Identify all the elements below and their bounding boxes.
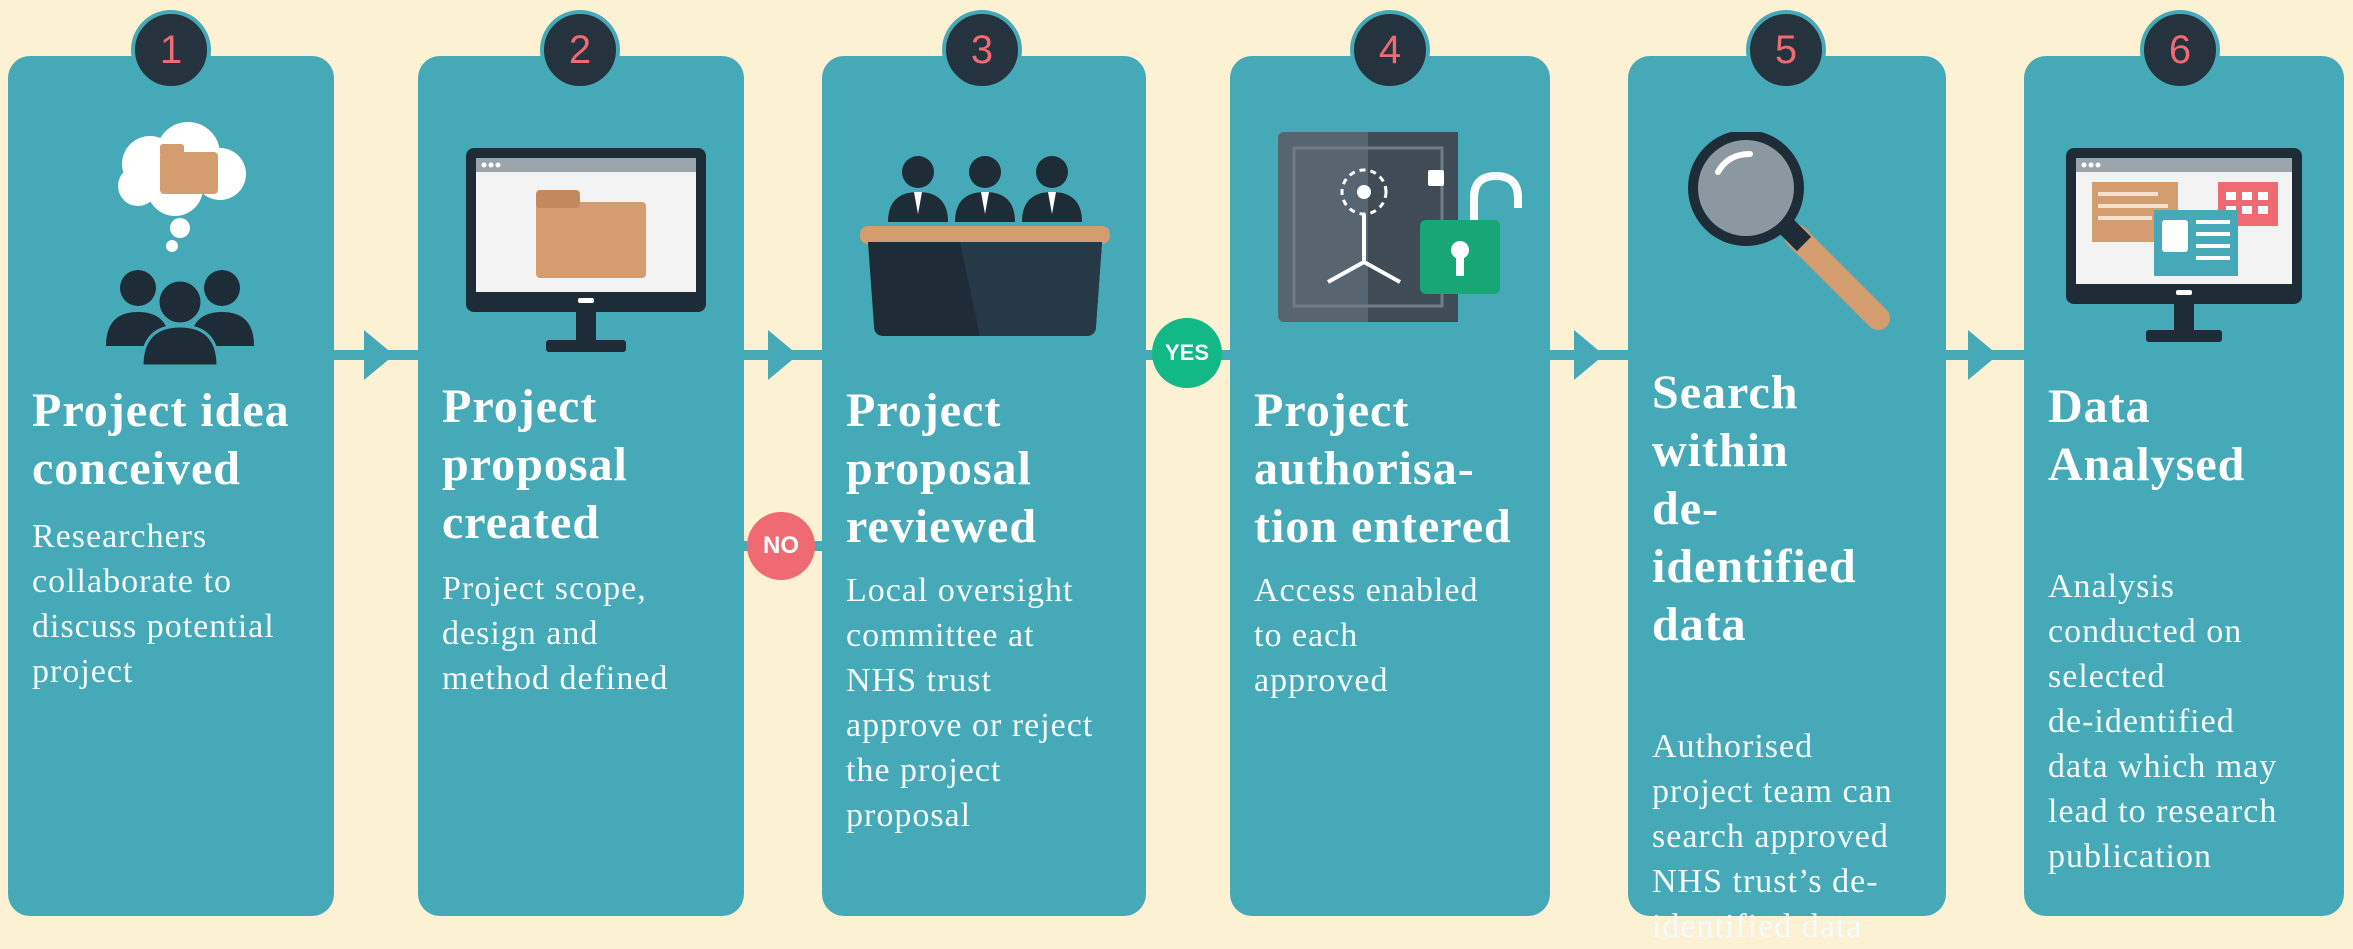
step-description-line: Access enabled <box>1254 572 1479 609</box>
step-description-line: NHS trust’s de- <box>1652 863 1879 900</box>
step-title-line: data <box>1652 598 1747 651</box>
arrow-5-6-icon <box>1968 330 1998 380</box>
step-title-line: reviewed <box>846 500 1038 553</box>
step-number-badge: 4 <box>1350 10 1430 90</box>
step-title-line: Project idea <box>32 384 290 437</box>
step-description-line: Local oversight <box>846 572 1074 609</box>
step-description-line: data which may <box>2048 748 2278 785</box>
step-title-line: identified <box>1652 540 1857 593</box>
step-title-line: proposal <box>846 442 1032 495</box>
step-description-line: Researchers <box>32 518 208 555</box>
monitor-dashboard-icon <box>2066 148 2302 342</box>
step-description-line: approved <box>1254 662 1389 699</box>
step-title-line: Analysed <box>2048 438 2246 491</box>
step-title-line: Data <box>2048 380 2151 433</box>
step-number-badge: 1 <box>131 10 211 90</box>
magnifier-icon <box>1688 132 1890 330</box>
step-title-line: de- <box>1652 482 1719 535</box>
step-title-line: Project <box>846 384 1002 437</box>
step-description-line: method defined <box>442 660 669 697</box>
monitor-folder-icon <box>466 148 706 352</box>
step-description-line: conducted on <box>2048 613 2243 650</box>
arrow-1-2-icon <box>364 330 394 380</box>
step-title-line: conceived <box>32 442 241 495</box>
step-description-line: design and <box>442 615 599 652</box>
step-title-line: Project <box>1254 384 1410 437</box>
step-description-line: project team can <box>1652 773 1893 810</box>
step-title-line: created <box>442 496 601 549</box>
safe-padlock-icon <box>1278 132 1522 322</box>
step-description-line: committee at <box>846 617 1035 654</box>
step-title-line: proposal <box>442 438 628 491</box>
step-description-line: search approved <box>1652 818 1889 855</box>
step-description-line: to each <box>1254 617 1359 654</box>
step-description-line: selected <box>2048 658 2166 695</box>
step-number-badge: 5 <box>1746 10 1826 90</box>
step-description-line: Authorised <box>1652 728 1814 765</box>
step-description-line: proposal <box>846 797 972 834</box>
step-description-line: discuss potential <box>32 608 275 645</box>
yes-decision-badge: YES <box>1152 318 1222 388</box>
step-description-line: collaborate to <box>32 563 232 600</box>
step-title-line: tion entered <box>1254 500 1512 553</box>
step-description-line: the project <box>846 752 1002 789</box>
team-thought-folder-icon <box>106 122 254 366</box>
step-description-line: publication <box>2048 838 2212 875</box>
step-title-line: Project <box>442 380 598 433</box>
step-number-badge: 6 <box>2140 10 2220 90</box>
committee-panel-icon <box>860 156 1110 336</box>
arrow-4-5-icon <box>1574 330 1604 380</box>
step-title-line: Search <box>1652 366 1799 419</box>
arrow-2-3-icon <box>768 330 798 380</box>
step-description-line: Analysis <box>2048 568 2175 605</box>
step-description-line: de-identified <box>2048 703 2235 740</box>
step-title-line: authorisa- <box>1254 442 1475 495</box>
step-number-badge: 3 <box>942 10 1022 90</box>
no-decision-badge: NO <box>747 512 815 580</box>
step-description-line: NHS trust <box>846 662 992 699</box>
step-number-badge: 2 <box>540 10 620 90</box>
step-description-line: approve or reject <box>846 707 1094 744</box>
step-description-line: identified data <box>1652 908 1863 945</box>
step-description-line: lead to research <box>2048 793 2278 830</box>
step-description-line: Project scope, <box>442 570 647 607</box>
step-title-line: within <box>1652 424 1789 477</box>
step-description-line: project <box>32 653 134 690</box>
